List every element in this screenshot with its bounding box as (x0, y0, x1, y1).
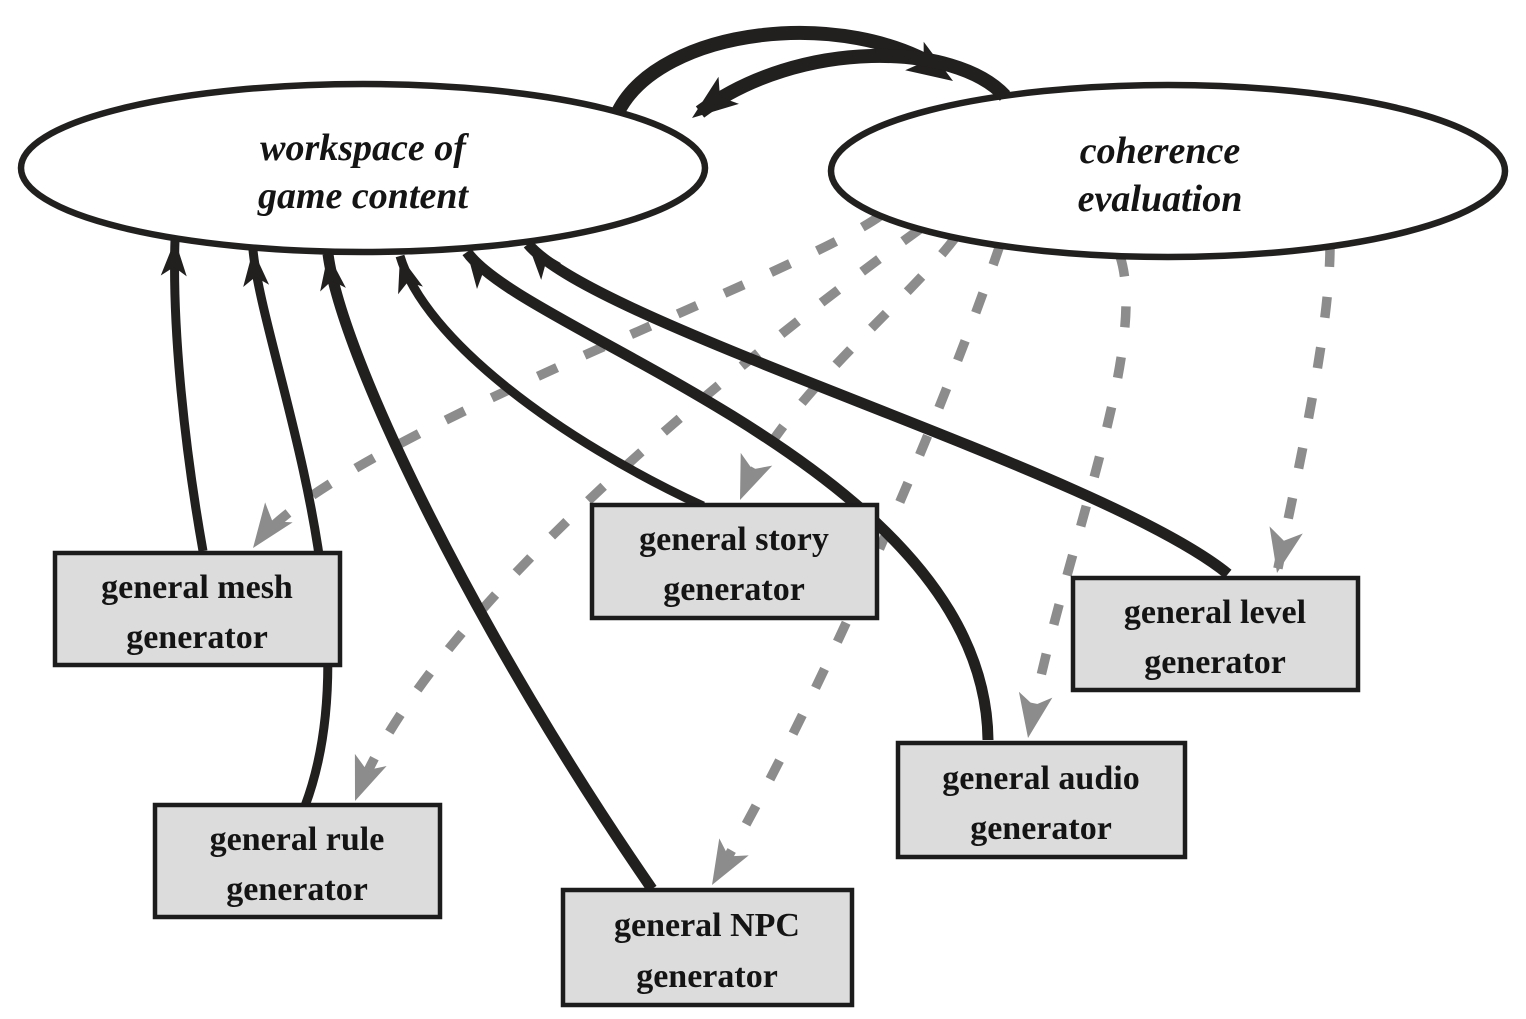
rule-box-rect (152, 802, 443, 920)
solid-arrowhead-npc (320, 254, 346, 292)
solid-arrow-audio-to-workspace (462, 248, 994, 741)
dashed-arrow-coherence-to-level (1272, 245, 1335, 574)
dashed-arrowhead-npc (712, 838, 749, 885)
workspace-label-line1: workspace of (260, 127, 469, 169)
dashed-arrowhead-level (1269, 526, 1303, 573)
solid-arrow-rule-to-workspace (248, 249, 333, 808)
generator-box-level: general level generator (1070, 575, 1361, 693)
npc-label-line2: generator (636, 958, 778, 995)
solid-arrow-mesh-to-workspace (170, 239, 208, 552)
solid-arrowhead-level (528, 244, 562, 280)
dashed-arrow-coherence-to-story (735, 235, 959, 502)
generator-box-rule: general rule generator (152, 802, 443, 920)
dashed-arrowhead-audio (1018, 691, 1053, 738)
audio-box-rect (895, 740, 1188, 860)
npc-label-line1: general NPC (614, 907, 800, 944)
npc-box-rect (560, 887, 855, 1008)
rule-label-line1: general rule (210, 821, 385, 858)
audio-label-line2: generator (970, 810, 1112, 847)
generator-box-npc: general NPC generator (560, 887, 855, 1008)
arrowhead-into-workspace (692, 76, 739, 118)
story-label-line2: generator (663, 571, 805, 608)
solid-arrowhead-rule (243, 250, 270, 287)
rule-label-line2: generator (226, 871, 368, 908)
generator-box-audio: general audio generator (895, 740, 1188, 860)
level-label-line2: generator (1144, 644, 1286, 681)
generator-boxes-group: general mesh generator general rule gene… (52, 502, 1361, 1008)
level-box-rect (1070, 575, 1361, 693)
workspace-ellipse (17, 80, 709, 256)
workspace-label-line2: game content (257, 175, 469, 217)
solid-arrowhead-mesh (160, 240, 187, 277)
mesh-box-rect (52, 550, 343, 668)
dashed-arrowhead-mesh (253, 502, 293, 548)
solid-arrowhead-audio (467, 252, 499, 289)
arc-coherence-to-workspace (695, 48, 1011, 118)
coherence-label-line2: evaluation (1078, 178, 1243, 220)
mesh-label-line2: generator (126, 619, 268, 656)
solid-arrow-npc-to-workspace (322, 253, 657, 893)
story-label-line1: general story (639, 521, 829, 558)
coherence-label-line1: coherence (1080, 130, 1241, 172)
dashed-arrowhead-story (740, 452, 773, 500)
solid-arrows-group (160, 239, 1232, 893)
mesh-label-line1: general mesh (101, 569, 293, 606)
story-box-rect (589, 502, 880, 621)
dashed-arrow-coherence-to-audio (1023, 254, 1131, 739)
audio-label-line1: general audio (942, 760, 1139, 797)
level-label-line1: general level (1124, 594, 1306, 631)
generator-box-mesh: general mesh generator (52, 550, 343, 668)
solid-arrow-level-to-workspace (523, 240, 1232, 579)
solid-arrow-story-to-workspace (395, 254, 705, 511)
generator-box-story: general story generator (589, 502, 880, 621)
dashed-arrowhead-rule (354, 753, 387, 801)
solid-arrowhead-story (398, 256, 423, 295)
dashed-arrows-group (249, 212, 1335, 888)
coherence-ellipse (827, 81, 1509, 261)
dashed-arrow-coherence-to-mesh (249, 212, 883, 551)
bidirectional-arrows-group (611, 26, 1011, 118)
